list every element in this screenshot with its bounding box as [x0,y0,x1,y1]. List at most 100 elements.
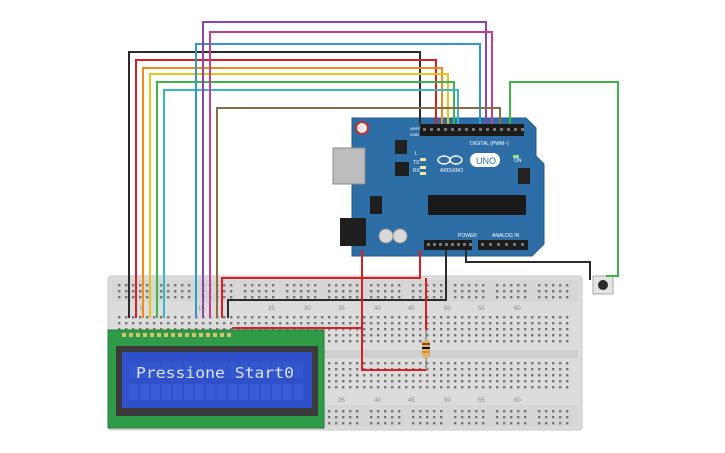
breadboard-hole [566,296,569,299]
breadboard-hole [517,296,520,299]
breadboard-hole [377,284,380,287]
breadboard-hole [426,422,429,425]
breadboard-hole [426,316,429,319]
header-pin [493,128,496,131]
wire-green-button[interactable] [509,81,619,277]
breadboard-hole [538,334,541,337]
col-number: 50 [444,398,451,404]
breadboard-hole [286,290,289,293]
wire-red-5v[interactable] [221,250,421,318]
breadboard-hole [566,316,569,319]
breadboard-hole [237,328,240,331]
breadboard-hole [538,380,541,383]
push-button[interactable] [592,275,614,295]
breadboard-hole [412,322,415,325]
breadboard-hole [524,328,527,331]
breadboard-hole [510,296,513,299]
breadboard-hole [454,322,457,325]
breadboard-hole [251,322,254,325]
wire-black-gnd[interactable] [227,250,447,318]
breadboard-hole [538,316,541,319]
push-button-cap[interactable] [598,280,608,290]
power-label: POWER [458,233,477,239]
breadboard-hole [258,328,261,331]
lcd-char-cell [261,384,270,400]
breadboard-hole [132,316,135,319]
breadboard-hole [433,340,436,343]
wire-green[interactable] [156,81,455,318]
breadboard-hole [552,380,555,383]
breadboard-hole [489,362,492,365]
breadboard-hole [272,328,275,331]
breadboard-hole [398,380,401,383]
breadboard-hole [517,316,520,319]
breadboard-hole [475,422,478,425]
breadboard-hole [181,290,184,293]
breadboard-hole [412,334,415,337]
breadboard-hole [552,416,555,419]
breadboard-hole [531,386,534,389]
breadboard-hole [370,362,373,365]
wires[interactable] [128,21,619,371]
breadboard-hole [559,328,562,331]
breadboard-hole [139,322,142,325]
header-pin [430,128,433,131]
breadboard-hole [517,340,520,343]
breadboard-hole [552,410,555,413]
wire-red[interactable] [135,59,437,318]
breadboard-hole [174,290,177,293]
wire-magenta[interactable] [209,31,493,318]
breadboard-hole [398,328,401,331]
breadboard-hole [559,410,562,413]
breadboard-hole [433,374,436,377]
breadboard-hole [258,296,261,299]
breadboard-hole [447,362,450,365]
breadboard-hole [510,362,513,365]
breadboard-hole [223,296,226,299]
breadboard-hole [510,284,513,287]
breadboard-hole [342,284,345,287]
reset-button[interactable] [355,121,369,135]
header-pin [489,243,492,246]
lcd-char-cell [173,362,182,378]
lcd-char-cell [151,384,160,400]
wire-blue[interactable] [195,43,481,318]
breadboard-hole [524,410,527,413]
wire-black[interactable] [128,51,421,318]
breadboard-hole [405,328,408,331]
wire-red-resistor[interactable] [361,250,426,371]
breadboard-hole [167,322,170,325]
lcd-module[interactable]: Pressione Start0 [107,329,325,429]
breadboard-hole [370,416,373,419]
breadboard-hole [251,316,254,319]
breadboard-hole [503,416,506,419]
breadboard-hole [440,410,443,413]
breadboard-hole [335,316,338,319]
breadboard-hole [405,386,408,389]
lcd-pin-header[interactable] [122,333,231,337]
breadboard-hole [440,422,443,425]
analog-header[interactable] [478,240,528,250]
breadboard-hole [482,296,485,299]
breadboard-hole [559,422,562,425]
breadboard-hole [524,322,527,325]
breadboard-hole [566,362,569,365]
wire-orange[interactable] [142,67,443,318]
breadboard-hole [482,380,485,383]
breadboard-hole [405,340,408,343]
wire-brown[interactable] [216,107,501,318]
breadboard-hole [447,340,450,343]
breadboard-hole [468,386,471,389]
arduino-uno-board[interactable]: DIGITAL (PWM~) POWER ANALOG IN ON TX RX … [332,117,545,257]
breadboard-hole [384,340,387,343]
breadboard-hole [531,340,534,343]
atmega-chip [428,195,526,215]
wire-purple[interactable] [202,21,487,318]
resistor[interactable] [422,330,430,368]
wire-black-button[interactable] [465,250,591,280]
breadboard-hole [510,322,513,325]
header-pin [513,243,516,246]
wire-yellow[interactable] [149,73,449,318]
lcd-char-cell [250,362,259,378]
